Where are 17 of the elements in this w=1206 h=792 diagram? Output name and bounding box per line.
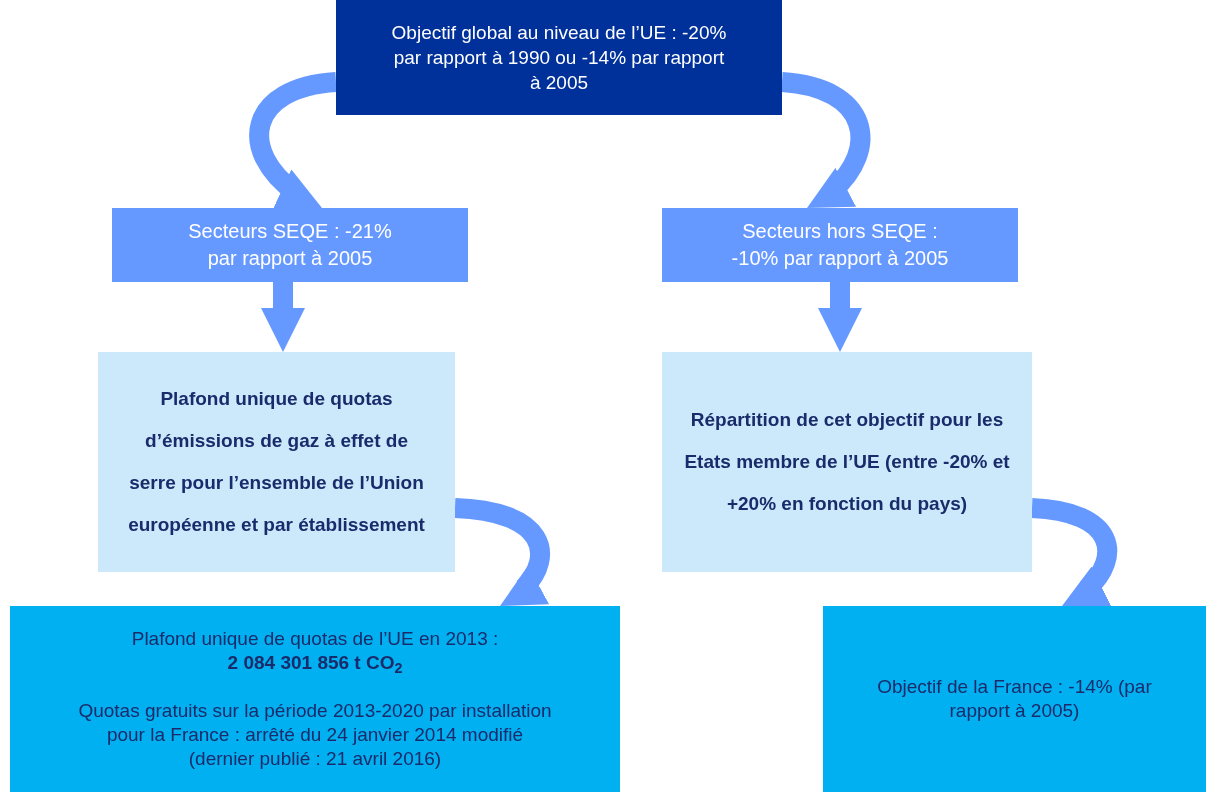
box-text: Secteurs SEQE : -21% par rapport à 2005 [187,219,393,271]
block-arrow [261,282,305,352]
box-text: Plafond unique de quotas d’émissions de gaz à effet de serre pour l’ensemble de l’Union européenne et par établissement [127,387,426,537]
box-text: Quotas gratuits sur la période 2013-2020 par installation pour la France : arrêté du 24 janvier 2014 modifié (dernier publié : 21 avril 2016) [77,699,553,771]
quota-figure: 2 084 301 856 t CO$_{2}$ [227,651,403,675]
box-text: Plafond unique de quotas de l’UE en 2013 : [131,627,499,651]
box-text: Secteurs hors SEQE : -10% par rapport à 2005 [730,219,950,271]
detail-box [98,352,455,572]
goal-box [336,0,782,115]
sector-box [112,208,468,282]
result-box [10,606,620,792]
sector-box [662,208,1018,282]
box-text: Répartition de cet objectif pour les Etats membre de l’UE (entre -20% et +20% en fonction du pays) [683,408,1011,516]
box-text: Objectif global au niveau de l’UE : -20% par rapport à 1990 ou -14% par rapport à 2005 [390,21,728,95]
box-text: Objectif de la France : -14% (par rapport à 2005) [876,675,1153,723]
result-box [823,606,1206,792]
detail-box [662,352,1032,572]
